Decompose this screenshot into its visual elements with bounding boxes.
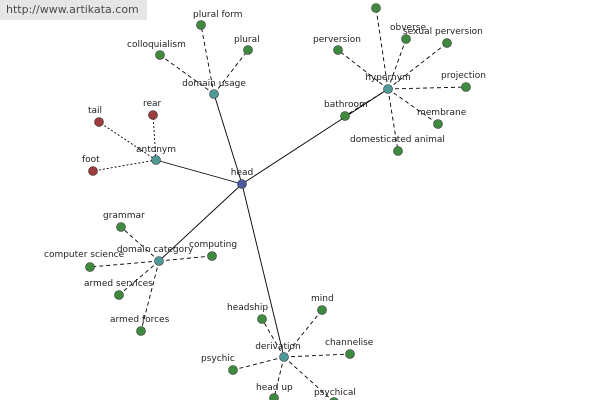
node-membrane[interactable]: [433, 119, 443, 129]
label-projection: projection: [441, 71, 486, 81]
node-rear[interactable]: [148, 110, 158, 120]
edge-head-domain-usage: [213, 93, 243, 185]
edge-domain-usage-plural: [213, 49, 249, 95]
label-membrane: membrane: [417, 108, 467, 118]
edge-derivation-psychic: [232, 356, 285, 371]
edge-head-hypernym: [241, 88, 389, 185]
label-domain-usage: domain usage: [182, 79, 246, 89]
label-armed-services: armed services: [84, 279, 153, 289]
node-head-up[interactable]: [269, 393, 279, 403]
edge-head-antonym: [155, 159, 243, 185]
label-psychic: psychic: [201, 354, 235, 364]
edge-derivation-mind: [283, 309, 323, 358]
edge-hypernym-perversion: [337, 49, 389, 90]
node-plural-form[interactable]: [196, 20, 206, 30]
label-sexual-perversion: sexual perversion: [403, 27, 483, 37]
node-derivation[interactable]: [279, 352, 289, 362]
edge-antonym-tail: [98, 121, 157, 161]
graph-labels: plural form colloquialism plural perversion…: [44, 10, 486, 398]
node-colloquialism[interactable]: [155, 50, 165, 60]
edge-hypernym-membrane: [387, 88, 439, 125]
edge-antonym-rear: [152, 114, 157, 161]
node-perversion[interactable]: [333, 45, 343, 55]
label-plural-form: plural form: [193, 10, 242, 20]
edge-derivation-channelise: [283, 353, 351, 358]
node-tail[interactable]: [94, 117, 104, 127]
node-projection[interactable]: [461, 82, 471, 92]
label-perversion: perversion: [313, 35, 361, 45]
node-antonym[interactable]: [151, 155, 161, 165]
label-antonym: antonym: [136, 145, 176, 155]
node-domain-usage[interactable]: [209, 89, 219, 99]
label-mind: mind: [311, 294, 334, 304]
node-hypernym[interactable]: [383, 84, 393, 94]
label-foot: foot: [82, 155, 100, 165]
label-domesticated-animal: domesticated animal: [350, 135, 445, 145]
node-mind[interactable]: [317, 305, 327, 315]
node-channelise[interactable]: [345, 349, 355, 359]
edge-domain-category-armed-services: [118, 260, 160, 296]
label-derivation: derivation: [255, 342, 301, 352]
label-rear: rear: [143, 99, 162, 109]
label-grammar: grammar: [103, 211, 145, 221]
label-psychical: psychical: [314, 388, 356, 398]
node-armed-services[interactable]: [114, 290, 124, 300]
node-foot[interactable]: [88, 166, 98, 176]
node-headship[interactable]: [257, 314, 267, 324]
node-head[interactable]: [237, 179, 247, 189]
label-computer-science: computer science: [44, 250, 125, 260]
label-tail: tail: [88, 106, 102, 116]
edge-hypernym-bathroom: [344, 88, 389, 117]
label-head-up: head up: [256, 383, 293, 393]
edge-domain-category-armed-forces: [140, 260, 160, 332]
edge-hypernym-domesticated-animal: [387, 88, 399, 152]
node-psychic[interactable]: [228, 365, 238, 375]
graph-nodes: [85, 3, 471, 404]
node-domain-category[interactable]: [154, 256, 164, 266]
edge-derivation-head-up: [273, 356, 285, 399]
label-bathroom: bathroom: [324, 100, 368, 110]
label-colloquialism: colloquialism: [127, 40, 186, 50]
edge-head-derivation: [241, 183, 285, 358]
edge-derivation-headship: [261, 318, 285, 358]
edge-domain-category-computing: [158, 255, 213, 262]
label-obverse: obverse: [390, 23, 426, 33]
node-computing[interactable]: [207, 251, 217, 261]
label-hypernym: hypernym: [365, 73, 411, 83]
label-head: head: [231, 168, 253, 178]
node-plural[interactable]: [243, 45, 253, 55]
label-headship: headship: [227, 303, 268, 313]
node-unlabeled[interactable]: [371, 3, 381, 13]
edge-hypernym-projection: [387, 86, 467, 90]
graph-edges: [89, 7, 467, 403]
edge-antonym-foot: [92, 159, 157, 172]
label-domain-category: domain category: [117, 245, 194, 255]
edge-derivation-psychical: [283, 356, 335, 403]
label-computing: computing: [189, 240, 237, 250]
node-computer-science[interactable]: [85, 262, 95, 272]
node-grammar[interactable]: [116, 222, 126, 232]
edge-domain-category-grammar: [120, 226, 160, 262]
node-obverse[interactable]: [401, 34, 411, 44]
edge-head-domain-category: [158, 183, 243, 262]
node-domesticated-animal[interactable]: [393, 146, 403, 156]
node-bathroom[interactable]: [340, 111, 350, 121]
label-armed-forces: armed forces: [110, 315, 170, 325]
watermark-url[interactable]: http://www.artikata.com: [0, 0, 147, 20]
label-plural: plural: [234, 35, 260, 45]
edge-domain-usage-plural-form: [200, 24, 215, 95]
label-channelise: channelise: [325, 338, 374, 348]
edge-hypernym-sexual-perversion: [387, 42, 448, 90]
edge-domain-category-computer-science: [89, 260, 160, 268]
node-sexual-perversion[interactable]: [442, 38, 452, 48]
edge-hypernym-obverse: [387, 38, 407, 90]
node-armed-forces[interactable]: [136, 326, 146, 336]
